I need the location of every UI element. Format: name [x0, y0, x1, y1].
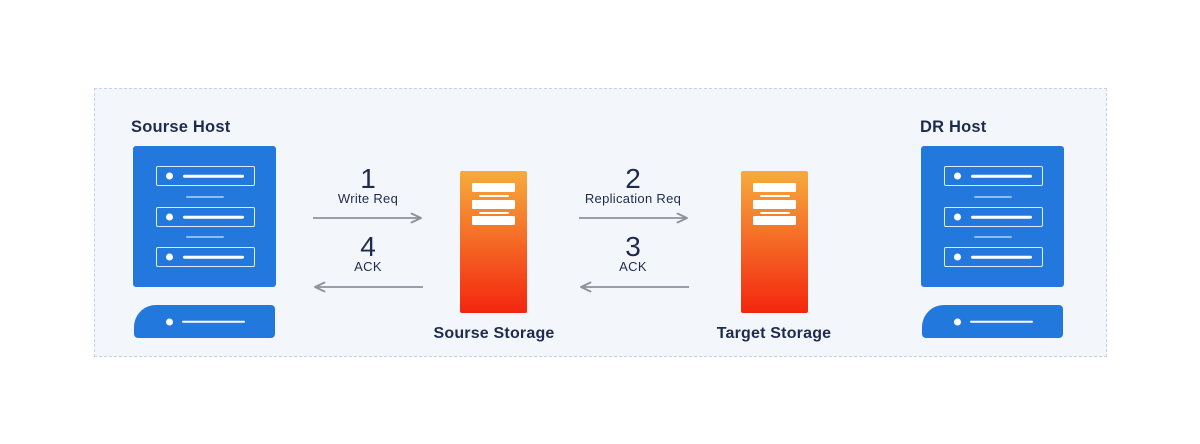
server-slot [944, 247, 1043, 267]
flow-step-label: ACK [354, 259, 382, 274]
source-storage-tower-icon [460, 171, 527, 313]
dr-host-title: DR Host [920, 118, 987, 136]
server-separator [974, 196, 1012, 198]
slot-line-icon [971, 215, 1032, 219]
flow-step-number: 2 [625, 163, 641, 194]
server-slot [156, 166, 255, 186]
slot-dot-icon [166, 318, 173, 325]
tower-bar [760, 194, 790, 197]
server-separator [186, 236, 224, 238]
slot-line-icon [183, 215, 244, 219]
tower-bar [472, 183, 515, 192]
source-host-drawer-icon [134, 305, 275, 338]
flow-step-number: 1 [360, 163, 376, 194]
flow-step-label: Write Req [337, 191, 399, 206]
dr-host-server-icon [921, 146, 1064, 287]
arrow-right-icon [313, 212, 422, 224]
server-slot [156, 247, 255, 267]
server-slot [944, 166, 1043, 186]
tower-bar [479, 194, 509, 197]
source-host-title: Sourse Host [131, 118, 231, 136]
target-storage-title: Target Storage [716, 325, 832, 342]
server-slot [944, 207, 1043, 227]
slot-dot-icon [954, 213, 961, 221]
flow-step-label: Replication Req [584, 191, 682, 206]
server-separator [974, 236, 1012, 238]
slot-line-icon [971, 174, 1032, 178]
dr-host-drawer-icon [922, 305, 1063, 338]
slot-dot-icon [954, 253, 961, 261]
source-storage-title: Sourse Storage [433, 325, 555, 342]
flow-step-label: ACK [619, 259, 647, 274]
tower-bar [753, 216, 796, 225]
flow-step-number: 3 [625, 231, 641, 262]
slot-dot-icon [954, 318, 961, 325]
slot-dot-icon [166, 172, 173, 180]
arrow-left-icon [314, 281, 423, 293]
slot-line-icon [183, 255, 244, 259]
slot-line-icon [182, 320, 245, 323]
arrow-left-icon [580, 281, 689, 293]
tower-bar [753, 183, 796, 192]
arrow-right-icon [579, 212, 688, 224]
tower-bar [472, 216, 515, 225]
source-host-server-icon [133, 146, 276, 287]
slot-line-icon [971, 255, 1032, 259]
tower-bar [753, 199, 796, 209]
target-storage-tower-icon [741, 171, 808, 313]
flow-step-number: 4 [360, 231, 376, 262]
tower-bar [760, 211, 790, 214]
server-separator [186, 196, 224, 198]
tower-bar [472, 199, 515, 209]
slot-line-icon [970, 320, 1033, 323]
server-slot [156, 207, 255, 227]
slot-dot-icon [954, 172, 961, 180]
slot-line-icon [183, 174, 244, 178]
slot-dot-icon [166, 213, 173, 221]
slot-dot-icon [166, 253, 173, 261]
tower-bar [479, 211, 509, 214]
